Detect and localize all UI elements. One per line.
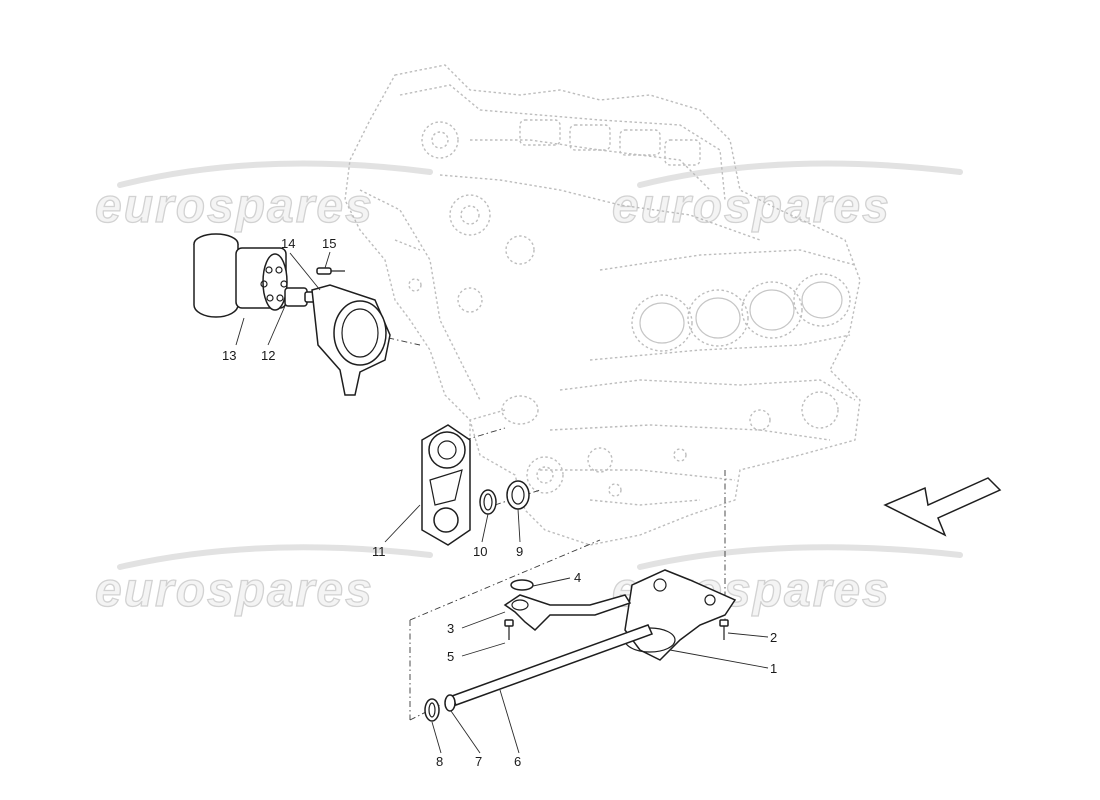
watermark-swoosh xyxy=(637,160,963,188)
delivery-pipe xyxy=(503,594,632,632)
callout-8: 8 xyxy=(436,754,443,769)
drive-shaft xyxy=(450,624,654,706)
filter-housing xyxy=(311,284,391,396)
callout-14: 14 xyxy=(281,236,295,251)
callout-10: 10 xyxy=(473,544,487,559)
washer xyxy=(444,694,456,712)
leader-lines xyxy=(235,251,769,754)
callout-11: 11 xyxy=(372,544,386,559)
bolt-15 xyxy=(316,267,345,275)
engine-block xyxy=(344,64,861,546)
watermark-swoosh xyxy=(117,160,433,188)
watermark-text: eurospares xyxy=(612,180,891,233)
oil-pump xyxy=(624,569,737,661)
watermark-swoosh xyxy=(117,544,433,570)
callout-7: 7 xyxy=(475,754,482,769)
callout-5: 5 xyxy=(447,649,454,664)
callout-4: 4 xyxy=(574,570,581,585)
filter-nipple xyxy=(284,287,316,307)
oil-seal xyxy=(506,480,530,510)
watermark-swoosh xyxy=(637,544,963,570)
callout-12: 12 xyxy=(261,348,275,363)
snap-ring xyxy=(479,489,497,515)
callout-1: 1 xyxy=(770,661,777,676)
callout-15: 15 xyxy=(322,236,336,251)
callout-3: 3 xyxy=(447,621,454,636)
callout-13: 13 xyxy=(222,348,236,363)
oil-filter xyxy=(193,233,288,318)
watermark-text: eurospares xyxy=(95,564,374,617)
callout-6: 6 xyxy=(514,754,521,769)
watermark-group: eurospares eurospares eurospares eurospa… xyxy=(94,160,963,618)
circlip xyxy=(424,698,440,722)
bolt-2 xyxy=(719,619,729,640)
arrow-down-left-icon xyxy=(883,477,1002,537)
bolt-5 xyxy=(504,619,514,640)
callout-9: 9 xyxy=(516,544,523,559)
drive-chain xyxy=(421,424,471,546)
callout-2: 2 xyxy=(770,630,777,645)
callout-numbers: 1 2 3 4 5 6 7 8 9 10 11 12 13 14 15 xyxy=(222,236,777,769)
watermark-text: eurospares xyxy=(95,180,374,233)
o-ring xyxy=(510,579,534,591)
